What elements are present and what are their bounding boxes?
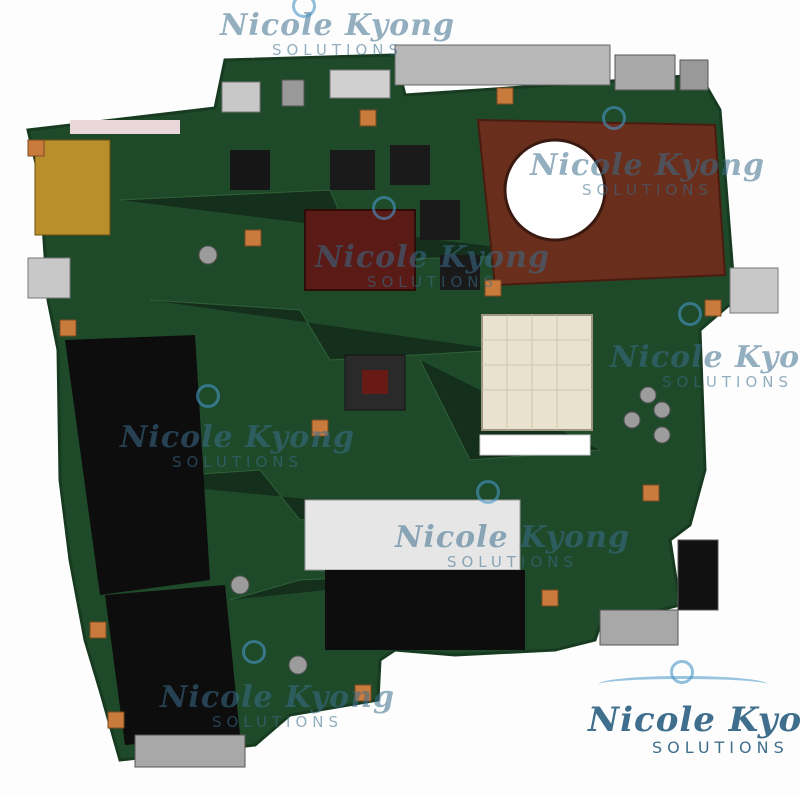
usb-port-right [729, 267, 779, 314]
keyboard-shield [65, 335, 210, 595]
watermark-emblem [292, 0, 316, 18]
watermark-emblem [196, 384, 220, 408]
odd-connector [599, 609, 679, 646]
watermark-emblem [602, 106, 626, 130]
vram-chip-2 [390, 145, 430, 185]
label-sticker-top [70, 120, 180, 134]
power-connector [679, 59, 709, 91]
controller-chip [230, 150, 270, 190]
card-reader-slot [34, 139, 111, 236]
usb-port-left [27, 257, 71, 299]
gpu-chip [304, 209, 416, 291]
heatsink-mount-hole [503, 138, 607, 242]
ram-area-shield [325, 570, 525, 650]
watermark-emblem [476, 480, 500, 504]
vram-chip-4 [440, 255, 480, 290]
ram-slot [304, 499, 521, 571]
watermark-emblem [242, 640, 266, 664]
label-sticker-cpu [479, 434, 591, 456]
usb-port-top [221, 81, 261, 113]
vram-chip-3 [420, 200, 460, 240]
watermark-emblem [372, 196, 396, 220]
hdmi-port [329, 69, 391, 99]
watermark-emblem [678, 302, 702, 326]
vram-chip-1 [330, 150, 375, 190]
bottom-shield [105, 585, 240, 745]
watermark-arc [598, 676, 768, 693]
battery-connector [677, 539, 719, 611]
ethernet-port [614, 54, 676, 91]
dc-jack [281, 79, 305, 107]
rear-io-shield [394, 44, 611, 86]
chipset-die [362, 370, 388, 394]
cpu-socket [481, 314, 593, 431]
sata-connector [134, 734, 246, 768]
copper-pads [27, 87, 722, 729]
capacitors [198, 245, 671, 675]
